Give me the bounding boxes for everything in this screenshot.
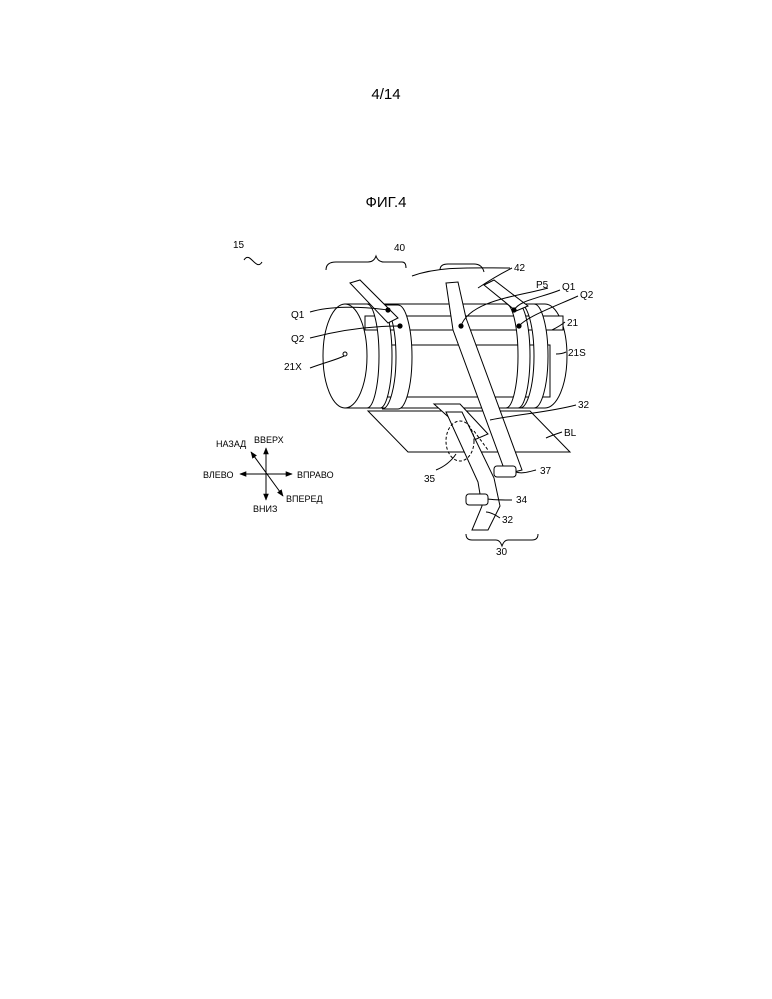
brace-mount-group	[466, 534, 538, 546]
direction-front: ВПЕРЕД	[286, 494, 323, 504]
pin-lower	[466, 494, 488, 505]
label-q1-left: Q1	[291, 310, 305, 321]
label-q2-right: Q2	[580, 290, 594, 301]
label-pin-upper: 37	[540, 466, 552, 477]
label-bracket-lower: 32	[502, 515, 514, 526]
label-assembly: 15	[233, 240, 245, 251]
direction-right: ВПРАВО	[297, 470, 334, 480]
label-mount-group: 30	[496, 547, 508, 558]
direction-up: ВВЕРХ	[254, 435, 284, 445]
direction-back: НАЗАД	[216, 439, 246, 449]
direction-down: ВНИЗ	[253, 504, 277, 514]
label-bracket-upper: 32	[578, 400, 590, 411]
label-hinge: 35	[424, 474, 436, 485]
direction-left: ВЛЕВО	[203, 470, 234, 480]
label-side: 21S	[568, 348, 586, 359]
label-strap-group: 40	[394, 243, 406, 254]
pin-upper	[494, 466, 516, 477]
label-q2-left: Q2	[291, 334, 305, 345]
label-axis: 21X	[284, 362, 302, 373]
label-q1-right: Q1	[562, 282, 576, 293]
label-pin-lower: 34	[516, 495, 528, 506]
label-body: 21	[567, 318, 579, 329]
brace-strap-group	[326, 256, 406, 270]
label-baseline: BL	[564, 428, 577, 439]
label-strap: 42	[514, 263, 526, 274]
direction-compass	[240, 448, 292, 500]
label-p5: P5	[536, 280, 549, 291]
